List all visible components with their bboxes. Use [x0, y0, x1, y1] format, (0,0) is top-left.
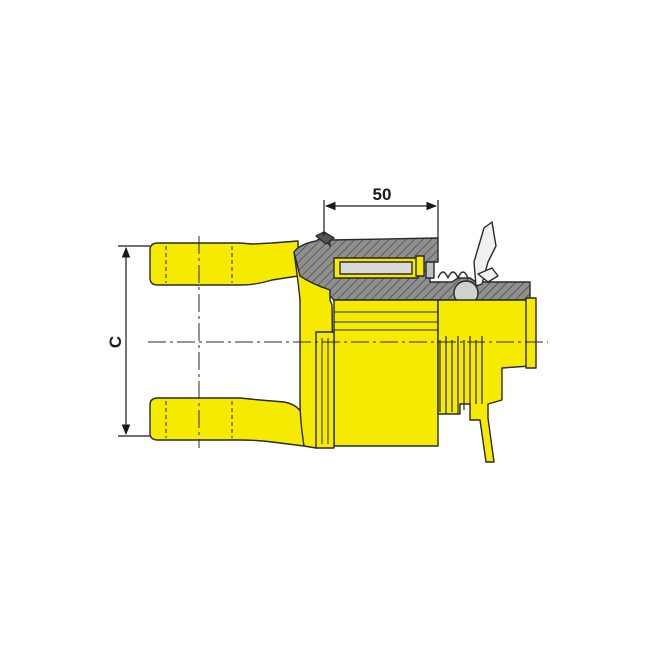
hub-section: [293, 221, 531, 306]
cross-hole-hidden-lines: [165, 246, 233, 438]
collar-spring: [439, 336, 483, 414]
yoke-upper-prong: [149, 240, 299, 286]
spring-top-coils: [437, 271, 469, 279]
grease-nipple: [315, 231, 335, 245]
yoke-lower-prong: [149, 397, 305, 447]
hub-flange: [315, 331, 335, 449]
yoke-fork: [149, 240, 335, 449]
hub-lower: [315, 297, 537, 463]
hub-cylinder: [333, 299, 439, 447]
hub-bore-detail: [339, 261, 413, 275]
dimension-width: [323, 200, 439, 238]
locking-collar: [437, 299, 531, 463]
dim-width-label: 50: [373, 185, 392, 204]
release-lever-latch: [477, 267, 499, 283]
dimension-height: [118, 245, 150, 437]
snap-ring-right: [425, 261, 435, 279]
collar-end-cap: [525, 297, 537, 369]
snap-ring-left: [415, 255, 425, 277]
dim-height-label: C: [106, 336, 125, 348]
release-lever: [473, 221, 497, 287]
